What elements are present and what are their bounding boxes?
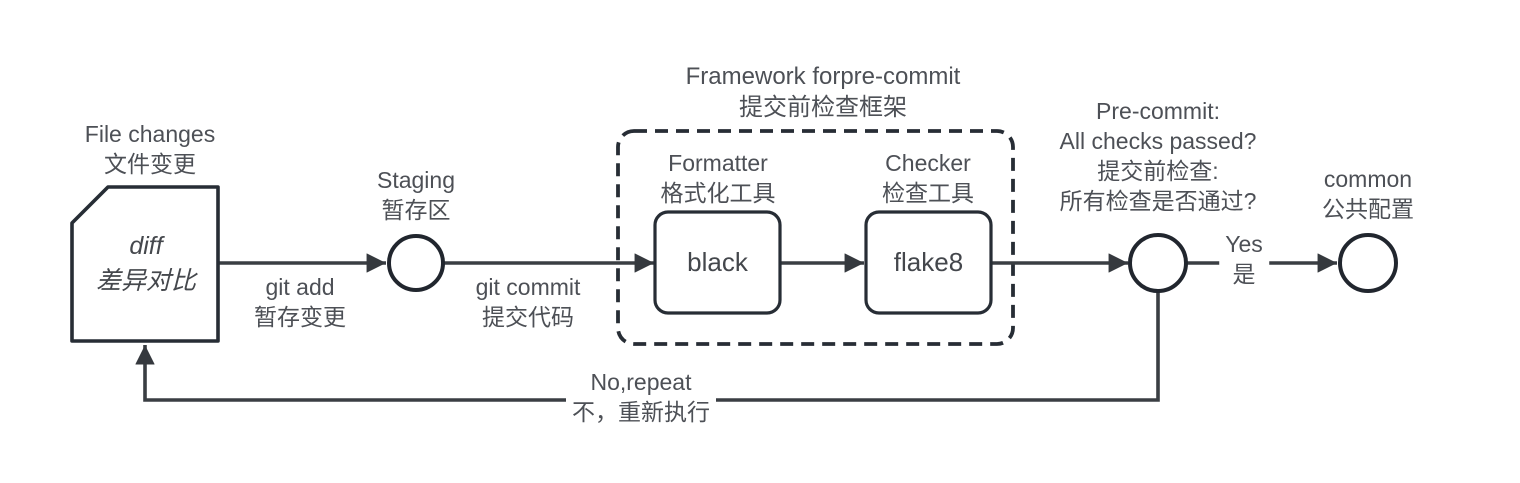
- file-changes-label-en: File changes: [84, 121, 216, 147]
- no-repeat-edge-label: No,repeat 不，重新执行: [566, 366, 716, 428]
- git-commit-label-en: git commit: [475, 274, 581, 300]
- framework-title-zh: 提交前检查框架: [738, 94, 907, 121]
- precommit-line1: Pre-commit:: [1096, 98, 1220, 124]
- git-commit-label-zh: 提交代码: [481, 304, 574, 330]
- framework-title: Framework forpre-commit 提交前检查框架: [686, 61, 961, 123]
- precommit-line3: 提交前检查:: [1097, 158, 1219, 184]
- file-changes-document-shape: [70, 185, 220, 343]
- precommit-line2: All checks passed?: [1059, 128, 1257, 154]
- formatter-label: Formatter 格式化工具: [661, 148, 776, 208]
- formatter-label-en: Formatter: [668, 150, 768, 176]
- precommit-check-label: Pre-commit: All checks passed? 提交前检查: 所有…: [1060, 96, 1257, 216]
- formatter-label-zh: 格式化工具: [660, 180, 776, 206]
- yes-label-zh: 是: [1232, 261, 1256, 287]
- framework-title-en: Framework forpre-commit: [685, 63, 961, 90]
- git-add-edge-label: git add 暂存变更: [254, 272, 346, 332]
- precommit-line4: 所有检查是否通过?: [1059, 188, 1257, 214]
- flake8-tool-name: flake8: [893, 247, 964, 277]
- black-tool-box: [653, 210, 782, 315]
- precommit-decision-circle: [1128, 233, 1188, 293]
- diff-document-text: diff 差异对比: [96, 229, 196, 299]
- diff-text: diff: [129, 232, 163, 260]
- checker-label-zh: 检查工具: [882, 180, 974, 206]
- black-tool-name: black: [687, 247, 748, 277]
- git-add-label-en: git add: [265, 274, 335, 300]
- checker-label: Checker 检查工具: [882, 148, 974, 208]
- git-add-label-zh: 暂存变更: [254, 304, 346, 330]
- git-commit-edge-label: git commit 提交代码: [476, 272, 581, 332]
- diff-text-zh: 差异对比: [95, 267, 197, 295]
- staging-label-en: Staging: [376, 167, 456, 193]
- staging-label-zh: 暂存区: [381, 197, 451, 223]
- file-changes-label-zh: 文件变更: [103, 151, 196, 177]
- staging-label: Staging 暂存区: [377, 165, 455, 225]
- flake8-tool-box: [864, 210, 993, 315]
- staging-circle: [387, 234, 445, 292]
- file-changes-label: File changes 文件变更: [85, 119, 215, 179]
- common-label-zh: 公共配置: [1322, 196, 1414, 222]
- no-label-en: No,repeat: [590, 369, 692, 395]
- yes-edge-label: Yes 是: [1219, 228, 1269, 290]
- common-label: common 公共配置: [1322, 164, 1414, 224]
- common-circle: [1338, 233, 1398, 293]
- common-label-en: common: [1323, 166, 1413, 192]
- no-label-zh: 不，重新执行: [572, 399, 710, 425]
- yes-label-en: Yes: [1225, 231, 1263, 257]
- checker-label-en: Checker: [885, 150, 971, 176]
